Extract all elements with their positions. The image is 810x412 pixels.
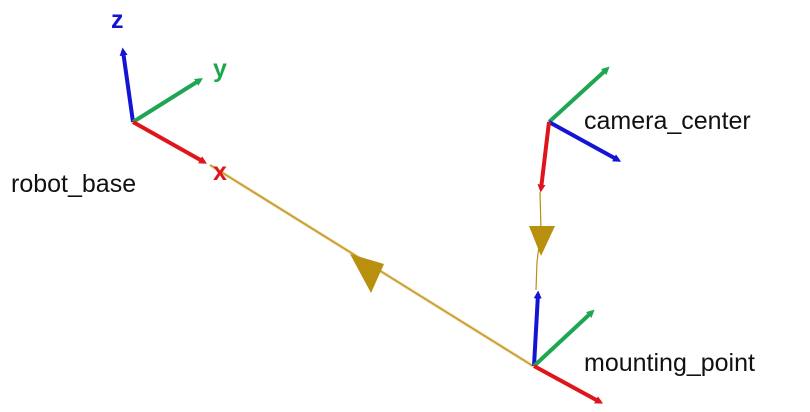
frame-robot-base: z y x bbox=[111, 6, 227, 186]
mounting-point-z-axis bbox=[532, 290, 542, 367]
robot-base-z-letter: z bbox=[111, 6, 124, 34]
mounting-point-x-axis bbox=[533, 364, 604, 404]
camera-center-x-axis bbox=[537, 121, 551, 193]
mounting-point-label: mounting_point bbox=[584, 349, 755, 377]
mounting-point-y-axis bbox=[532, 309, 595, 368]
robot-base-y-axis bbox=[131, 78, 203, 124]
frame-camera-center bbox=[537, 66, 622, 193]
robot-base-label: robot_base bbox=[11, 170, 136, 198]
robot-base-x-letter: x bbox=[213, 158, 227, 186]
robot-base-z-axis bbox=[119, 47, 135, 123]
link-direction-arrow-small bbox=[529, 226, 555, 256]
frame-mounting-point bbox=[532, 290, 604, 404]
camera-center-z-axis bbox=[548, 120, 622, 162]
link-direction-arrow-large bbox=[350, 254, 384, 293]
robot-base-x-axis bbox=[132, 120, 208, 164]
camera-center-label: camera_center bbox=[584, 107, 751, 135]
camera-center-y-axis bbox=[547, 66, 610, 124]
robot-base-y-letter: y bbox=[213, 55, 227, 83]
